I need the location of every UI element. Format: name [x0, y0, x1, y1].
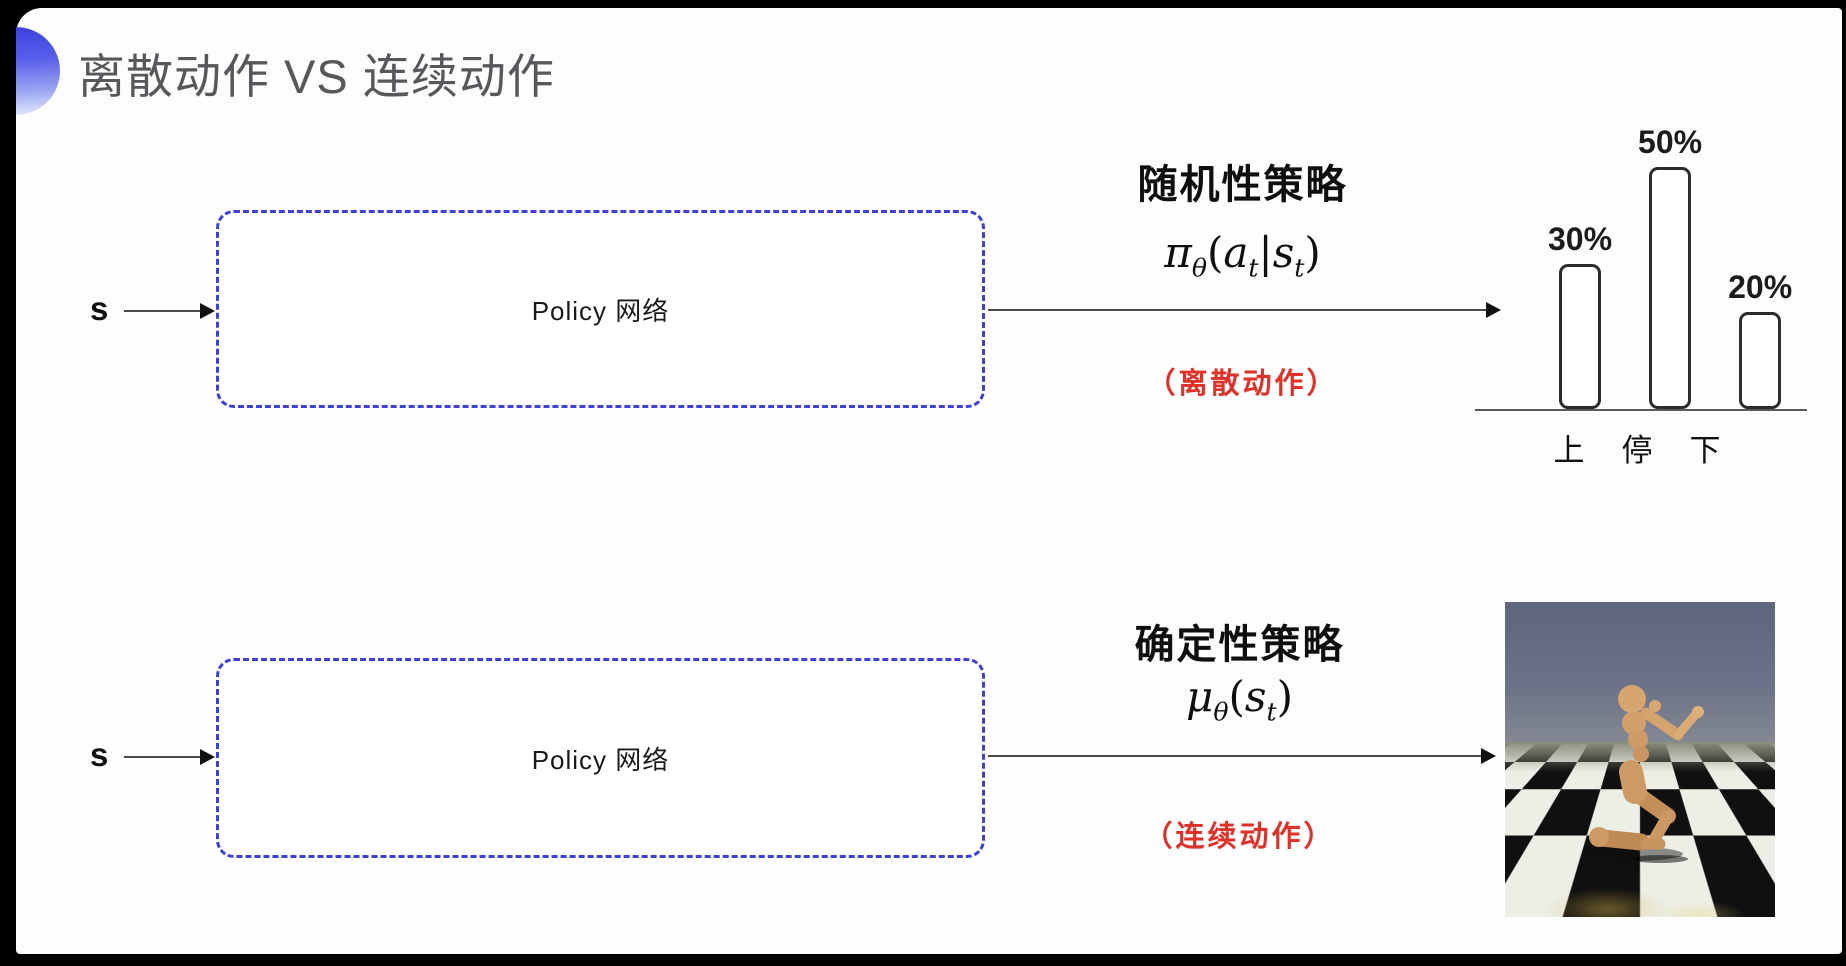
state-input-label-top: s [90, 290, 109, 327]
policy-network-box-top: Policy 网络 [216, 210, 985, 408]
state-symbol: s [1272, 228, 1295, 277]
state-input-label-bottom: s [90, 736, 109, 773]
arrowhead-output-top [1486, 302, 1501, 318]
chart-bars: 30% 50% 20% [1548, 124, 1792, 409]
paren-open: ( [1206, 228, 1224, 277]
paren-open: ( [1228, 672, 1245, 721]
action-symbol: a [1223, 228, 1249, 277]
bar-column: 20% [1728, 269, 1792, 409]
discrete-action-note: （离散动作） [1146, 368, 1339, 400]
theta-subscript: θ [1191, 253, 1207, 283]
bar-value-label: 20% [1728, 269, 1793, 305]
bar-column: 30% [1548, 221, 1612, 409]
arrow-output-top [988, 309, 1487, 311]
policy-network-box-bottom: Policy 网络 [216, 658, 985, 858]
arrowhead-output-bottom [1481, 748, 1496, 764]
paren-close: ) [1276, 672, 1293, 721]
chart-categories: 上停下 [1548, 425, 1726, 470]
bar-value-label: 30% [1548, 221, 1613, 257]
theta-subscript: θ [1213, 697, 1229, 727]
mu-symbol: μ [1186, 672, 1214, 721]
arrowhead-input-bottom [200, 749, 215, 765]
deterministic-policy-title: 确定性策略 [1134, 623, 1345, 667]
arrowhead-input-top [200, 303, 215, 319]
chart-baseline [1475, 409, 1807, 411]
bar-column: 50% [1638, 124, 1702, 409]
t-subscript: t [1266, 697, 1277, 727]
bar-category-label: 上 [1553, 433, 1585, 468]
arrow-output-bottom [988, 755, 1482, 757]
policy-network-label-bottom: Policy 网络 [531, 744, 670, 775]
arrow-input-top [124, 310, 201, 312]
probability-bar [1649, 167, 1692, 409]
continuous-action-note: （连续动作） [1143, 821, 1336, 853]
humanoid-figure [1583, 685, 1704, 863]
bar-category-label: 下 [1689, 433, 1721, 468]
t-subscript: t [1248, 253, 1259, 283]
humanoid-robot-image [1505, 602, 1775, 917]
bar-value-label: 50% [1638, 124, 1703, 160]
stochastic-policy-title: 随机性策略 [1137, 163, 1348, 207]
paren-close: ) [1304, 228, 1321, 277]
given-bar: | [1258, 228, 1273, 277]
policy-network-label-top: Policy 网络 [531, 295, 670, 326]
stochastic-policy-formula: πθ(at|st) [1075, 228, 1410, 282]
bar-category-label: 停 [1621, 433, 1653, 468]
deterministic-policy-formula: μθ(st) [1072, 672, 1407, 726]
probability-bar [1739, 312, 1782, 409]
probability-bar [1559, 264, 1602, 409]
state-symbol: s [1244, 672, 1267, 721]
action-probability-chart: 30% 50% 20% 上 停 下 [1475, 98, 1807, 468]
page-title: 离散动作 VS 连续动作 [78, 50, 555, 103]
t-subscript: t [1294, 253, 1305, 283]
arrow-input-bottom [124, 756, 201, 758]
pi-symbol: π [1164, 228, 1192, 277]
